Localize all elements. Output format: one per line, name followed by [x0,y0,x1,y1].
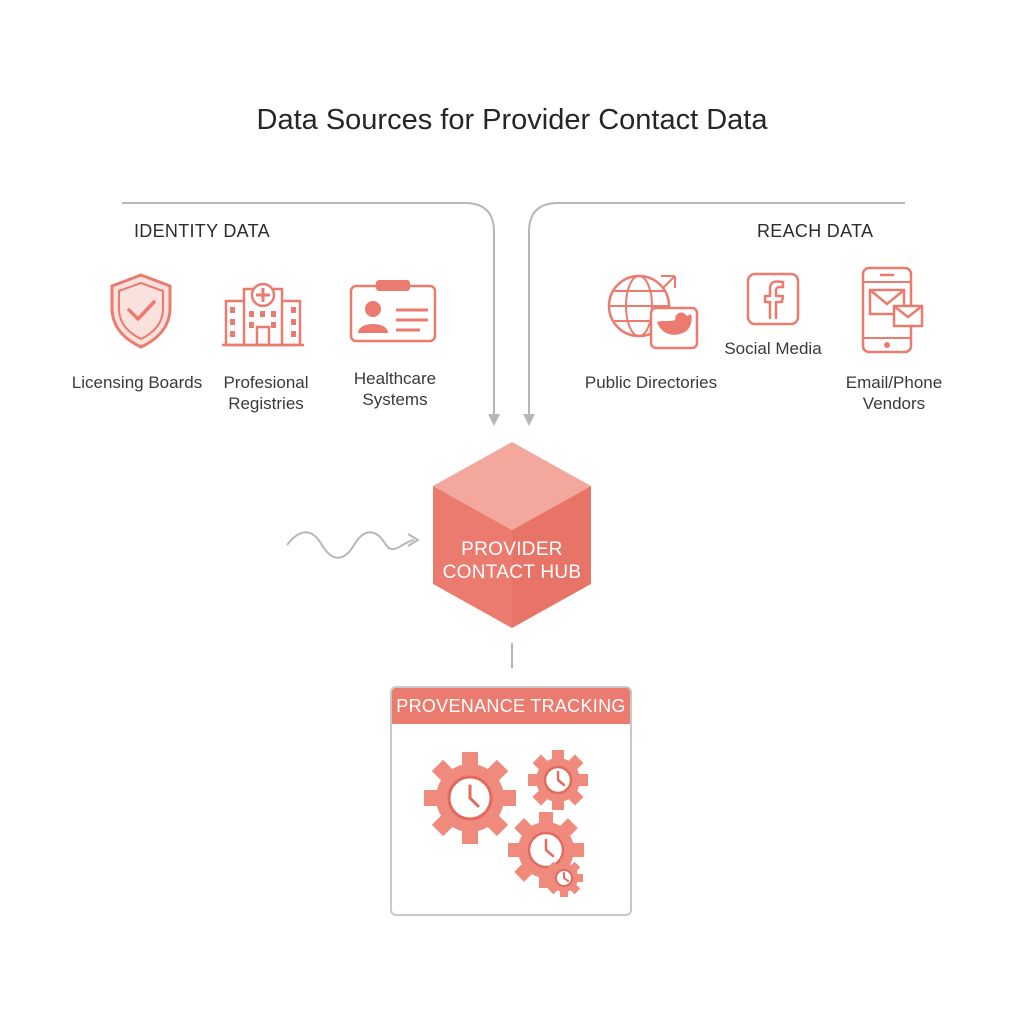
diagram-title: Data Sources for Provider Contact Data [256,104,768,136]
wavy-arrowhead [407,533,420,547]
wavy-input-arrow [286,531,415,559]
identity-connector [122,202,495,422]
provider-contact-hub-label: PROVIDER CONTACT HUB [442,539,582,583]
public-directories-label: Public Directories [584,373,718,392]
hospital-building-icon [222,282,304,347]
social-media-label: Social Media [724,339,822,358]
small-gear-clock-icon [528,750,588,810]
id-badge-icon [349,280,437,343]
identity-arrowhead [488,414,500,426]
licensing-boards-label: Licensing Boards [71,373,203,392]
provenance-tracking-header: PROVENANCE TRACKING [392,688,630,724]
reach-arrowhead [523,414,535,426]
facebook-icon [746,272,800,326]
phone-email-icon [861,266,924,354]
email-phone-vendors-label: Email/Phone Vendors [845,373,943,413]
large-gear-clock-icon [424,752,516,844]
professional-registries-label: Profesional Registries [223,373,309,413]
tiny-gear-clock-icon [545,859,583,897]
healthcare-systems-label: Healthcare Systems [353,369,437,409]
reach-data-label: REACH DATA [757,221,874,241]
shield-check-icon [110,273,172,349]
identity-data-label: IDENTITY DATA [134,221,270,241]
cube-icon [433,442,591,628]
gears-clock-icon [424,750,588,897]
globe-bird-icon [607,274,699,350]
reach-connector [528,202,905,422]
